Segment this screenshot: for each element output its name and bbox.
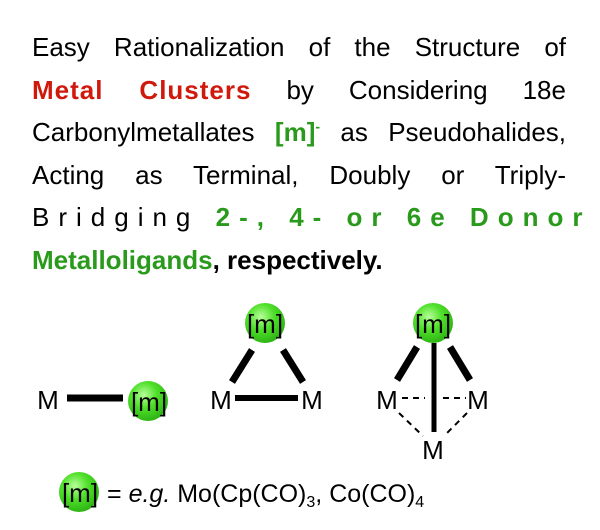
ligand-label: [m] xyxy=(247,309,283,339)
metal-label: M xyxy=(376,385,398,415)
line-1: Easy Rationalization of the Structure of xyxy=(32,26,566,69)
ligand-ball xyxy=(245,303,285,343)
metal-label: M xyxy=(301,385,323,415)
metal-label: M xyxy=(467,385,489,415)
line-5: Bridging 2-, 4- or 6e Donor xyxy=(32,196,582,239)
metal-label: M xyxy=(422,435,444,465)
text: Carbonylmetallates xyxy=(32,117,255,147)
legend-ball xyxy=(59,472,99,512)
bridge-bond-right xyxy=(280,348,306,384)
line-6: Metalloligands, respectively. xyxy=(32,239,566,282)
ligand-label: [m] xyxy=(415,309,451,339)
triple-bond-left xyxy=(394,345,420,382)
line-3: Carbonylmetallates [m]- as Pseudohalides… xyxy=(32,111,566,154)
line-4: Acting as Terminal, Doubly or Triply- xyxy=(32,154,566,197)
m-label: [m] xyxy=(274,117,316,147)
ligand-ball xyxy=(128,381,168,421)
dashed-bond xyxy=(443,412,468,437)
ligand-label: [m] xyxy=(131,387,167,417)
charge-superscript: - xyxy=(315,118,321,135)
m-highlight: [m]- xyxy=(275,117,320,147)
legend-text: = e.g. Mo(Cp(CO)3, Co(CO)4 xyxy=(107,480,424,511)
bridge-bond-left xyxy=(229,348,255,384)
dashed-bond xyxy=(398,412,424,437)
text: Acting as Terminal, Doubly or Triply- xyxy=(32,159,566,190)
metal-label: M xyxy=(210,385,232,415)
triple-bond-right xyxy=(447,345,473,382)
text: , respectively. xyxy=(212,244,383,275)
text: Bridging xyxy=(32,202,200,232)
text: Easy Rationalization of the Structure of xyxy=(32,32,566,62)
line-2: Metal Clusters by Considering 18e xyxy=(32,69,566,112)
text: as Pseudohalides, xyxy=(340,117,566,147)
metalloligands-highlight: Metalloligands xyxy=(32,244,213,275)
ligand-ball xyxy=(413,303,453,343)
abstract-text: Easy Rationalization of the Structure of… xyxy=(32,26,582,282)
text: by Considering 18e xyxy=(286,74,566,105)
ligand-label: [m] xyxy=(62,478,98,508)
metal-label: M xyxy=(37,385,59,415)
donor-highlight: 2-, 4- or 6e Donor xyxy=(215,202,592,232)
metal-clusters-highlight: Metal Clusters xyxy=(32,74,252,105)
